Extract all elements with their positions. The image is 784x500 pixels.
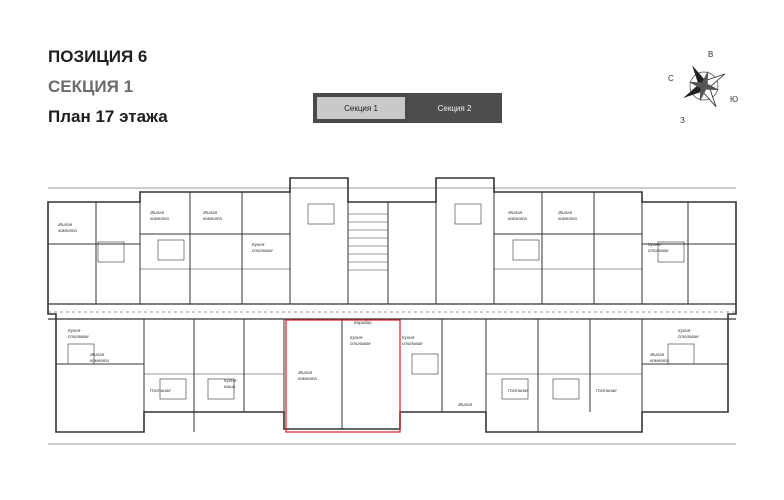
floor-title: План 17 этажа bbox=[48, 107, 168, 126]
svg-text:комната: комната bbox=[298, 376, 317, 381]
svg-text:Жилая: Жилая bbox=[507, 210, 523, 215]
svg-text:столовая: столовая bbox=[252, 248, 273, 253]
svg-text:комната: комната bbox=[650, 358, 669, 363]
svg-text:Гостиная: Гостиная bbox=[596, 388, 617, 393]
svg-text:Жилая: Жилая bbox=[649, 352, 665, 357]
svg-text:Кухня-: Кухня- bbox=[350, 335, 364, 340]
svg-text:Кухня-: Кухня- bbox=[678, 328, 692, 333]
section-title: СЕКЦИЯ 1 bbox=[48, 77, 134, 96]
svg-text:столовая: столовая bbox=[648, 248, 669, 253]
svg-text:Жилая: Жилая bbox=[297, 370, 313, 375]
svg-text:Кухня-: Кухня- bbox=[648, 242, 662, 247]
svg-text:комната: комната bbox=[203, 216, 222, 221]
svg-text:столовая: столовая bbox=[68, 334, 89, 339]
svg-text:комната: комната bbox=[508, 216, 527, 221]
svg-text:столовая: столовая bbox=[402, 341, 423, 346]
compass-west-label: З bbox=[680, 116, 685, 125]
svg-text:Жилая: Жилая bbox=[202, 210, 218, 215]
position-title: ПОЗИЦИЯ 6 bbox=[48, 47, 148, 66]
svg-text:столовая: столовая bbox=[350, 341, 371, 346]
title-block: ПОЗИЦИЯ 6 СЕКЦИЯ 1 План 17 этажа bbox=[48, 46, 168, 128]
svg-text:Кухня-: Кухня- bbox=[68, 328, 82, 333]
svg-text:Жилая: Жилая bbox=[457, 402, 473, 407]
svg-text:Кухня-: Кухня- bbox=[402, 335, 416, 340]
compass-north-label: С bbox=[668, 74, 674, 83]
svg-text:ниша: ниша bbox=[224, 384, 236, 389]
tab-section-2[interactable]: Секция 2 bbox=[408, 94, 501, 122]
svg-text:Кухня-: Кухня- bbox=[224, 378, 238, 383]
svg-text:комната: комната bbox=[150, 216, 169, 221]
compass-east-label: В bbox=[708, 50, 714, 59]
svg-text:Кухня-: Кухня- bbox=[252, 242, 266, 247]
svg-text:Гостиная: Гостиная bbox=[508, 388, 529, 393]
svg-text:комната: комната bbox=[58, 228, 77, 233]
svg-text:Жилая: Жилая bbox=[149, 210, 165, 215]
svg-text:комната: комната bbox=[558, 216, 577, 221]
svg-text:Жилая: Жилая bbox=[557, 210, 573, 215]
svg-text:столовая: столовая bbox=[678, 334, 699, 339]
compass-rose-icon: В С Ю З bbox=[668, 48, 740, 130]
compass-south-label: Ю bbox=[730, 95, 739, 104]
svg-text:Гостиная: Гостиная bbox=[150, 388, 171, 393]
svg-text:Коридор: Коридор bbox=[354, 320, 372, 325]
svg-text:комната: комната bbox=[90, 358, 109, 363]
svg-text:Жилая: Жилая bbox=[57, 222, 73, 227]
tab-section-1[interactable]: Секция 1 bbox=[314, 94, 408, 122]
section-tabs: Секция 1 Секция 2 bbox=[313, 93, 502, 123]
svg-text:Жилая: Жилая bbox=[89, 352, 105, 357]
